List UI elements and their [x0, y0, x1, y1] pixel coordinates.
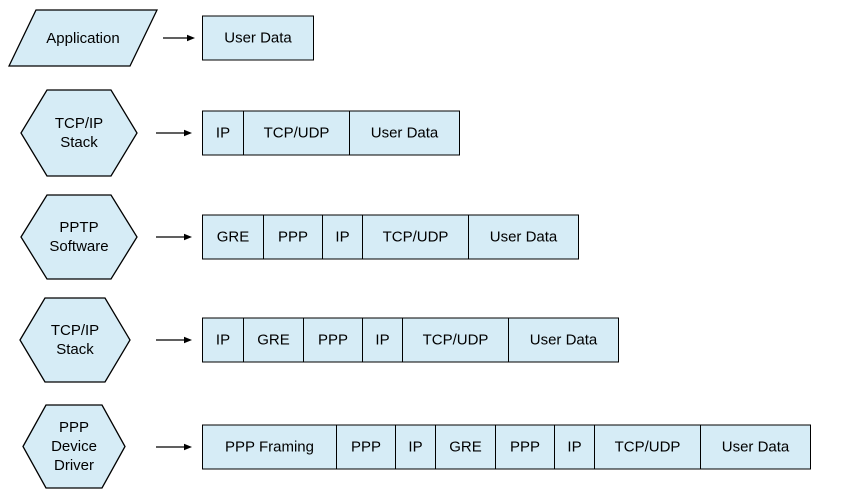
stage-label: TCP/IP Stack: [19, 297, 131, 383]
right-arrow-icon: [156, 336, 192, 344]
right-arrow-icon: [163, 34, 195, 42]
packet-cell: User Data: [508, 318, 618, 362]
packet-cell: User Data: [468, 215, 578, 259]
packet-cell: IP: [322, 215, 362, 259]
encapsulation-row: Application User Data: [0, 9, 844, 67]
right-arrow-icon: [156, 129, 192, 137]
packet-cell: TCP/UDP: [594, 425, 700, 468]
stage-shape-hexagon: TCP/IP Stack: [19, 297, 131, 383]
packet-cell: IP: [215, 331, 231, 349]
packet-cell: PPP Framing: [225, 438, 314, 455]
stage-shape-parallelogram: Application: [8, 9, 158, 67]
packet-cell: PPP: [303, 318, 362, 362]
packet-cell: User Data: [700, 425, 810, 468]
packet-cell: PPP: [495, 425, 554, 468]
packet-cell: PPP: [336, 425, 395, 468]
hexagon-outline: [20, 89, 138, 177]
packet-cell: IP: [395, 425, 435, 468]
stage-label-line: TCP/IP: [50, 322, 100, 339]
parallelogram-outline: [8, 9, 158, 67]
packet-cell: User Data: [349, 111, 459, 155]
stage-shape-hexagon: PPTP Software: [20, 194, 138, 280]
stage-label-line: Software: [49, 238, 109, 255]
stage-label-line: Stack: [60, 134, 98, 151]
packet-cell: TCP/UDP: [243, 111, 349, 155]
stage-label-line: Device: [51, 438, 97, 455]
stage-label: Application: [8, 9, 158, 67]
packet-cell: User Data: [224, 29, 292, 47]
packet-cell: IP: [362, 318, 402, 362]
packet-cell: GRE: [435, 425, 495, 468]
packet-cell: GRE: [216, 228, 250, 246]
stage-label-line: Stack: [56, 341, 94, 358]
right-arrow-icon: [156, 233, 192, 241]
packet-cell: IP: [215, 124, 231, 142]
packet-cell: GRE: [243, 318, 303, 362]
stage-label-line: TCP/IP: [54, 115, 104, 132]
packet-cell: PPP: [263, 215, 322, 259]
stage-label-line: Driver: [54, 457, 94, 474]
packet-row: User Data: [202, 15, 314, 61]
stage-label: PPTP Software: [20, 194, 138, 280]
stage-label-line: PPTP: [59, 219, 99, 236]
packet-cell: IP: [554, 425, 594, 468]
packet-cell: TCP/UDP: [402, 318, 508, 362]
right-arrow-icon: [156, 443, 192, 450]
stage-label-line: Application: [46, 29, 120, 47]
hexagon-outline: [20, 194, 138, 280]
hexagon-outline: [19, 297, 131, 383]
stage-label-line: PPP: [58, 419, 89, 436]
packet-cell: TCP/UDP: [362, 215, 468, 259]
hexagon-outline: [22, 404, 126, 489]
stage-shape-hexagon: TCP/IP Stack: [20, 89, 138, 177]
stage-label: TCP/IP Stack: [20, 89, 138, 177]
